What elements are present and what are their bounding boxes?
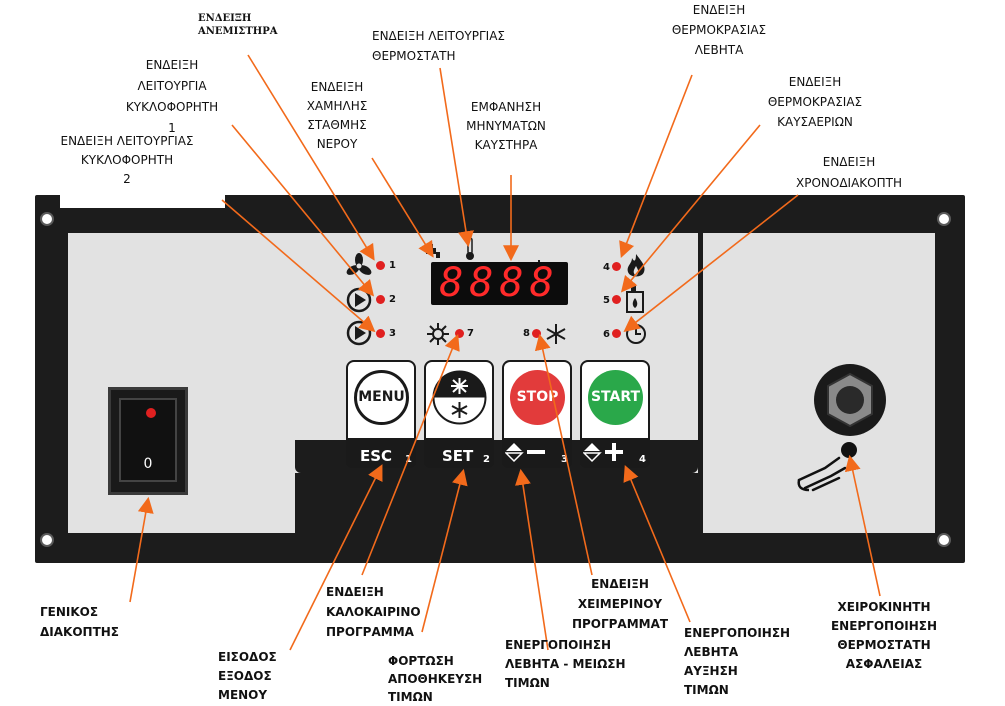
stop-button[interactable]: STOP 3 [502, 360, 572, 468]
display-digits: 8888 [439, 260, 560, 306]
arrow-main-switch [129, 496, 154, 603]
label-save: ΦΟΡΤΩΣΗ ΑΠΟΘΗΚΕΥΣΗ ΤΙΜΩΝ [388, 654, 483, 704]
label-pump1: ΕΝΔΕΙΞΗ ΛΕΙΤΟΥΡΓΙΑ ΚΥΚΛΟΦΟΡΗΤΗ 1 [125, 58, 219, 135]
led-7 [455, 329, 464, 338]
label-boiler-temp: ΕΝΔΕΙΞΗ ΘΕΡΜΟΚΡΑΣΙΑΣ ΛΕΒΗΤΑ [671, 3, 767, 57]
menu-label: MENU [354, 370, 409, 425]
press-finger-icon [797, 442, 857, 492]
esc-label: ESC [360, 447, 393, 465]
led-4 [612, 262, 621, 271]
indicator-number: 7 [467, 328, 474, 339]
indicator-number: 3 [389, 328, 396, 339]
button-number: 4 [639, 454, 646, 465]
sun-icon [427, 323, 449, 345]
arrow-timer [623, 194, 799, 332]
button-base: ESC 1 [346, 438, 416, 468]
arrow-decrease [515, 468, 549, 651]
stop-label: STOP [510, 370, 565, 425]
led-3 [376, 329, 385, 338]
arrow-summer [361, 334, 460, 576]
label-pump2: ΕΝΔΕΙΞΗ ΛΕΙΤΟΥΡΓΙΑΣ ΚΥΚΛΟΦΟΡΗΤΗ 2 [60, 134, 194, 186]
label-thermostat: ΕΝΔΕΙΞΗ ΛΕΙΤΟΥΡΓΙΑΣ ΘΕΡΜΟΣΤΑΤΗ [372, 29, 505, 63]
label-backdrop [60, 190, 225, 208]
screw-icon [40, 212, 54, 226]
start-label: START [588, 370, 643, 425]
led-8 [532, 329, 541, 338]
minus-icon [505, 443, 545, 463]
label-summer: ΕΝΔΕΙΞΗ ΚΑΛΟΚΑΙΡΙΝΟ ΠΡΟΓΡΑΜΜΑ [326, 585, 421, 639]
label-fan: ΕΝΔΕΙΞΗ ΑΝΕΜΙΣΤΗΡΑ [198, 13, 278, 37]
plus-icon [583, 443, 623, 463]
power-led [146, 408, 156, 418]
arrow-low-water [371, 157, 434, 258]
arrow-increase [623, 465, 691, 623]
button-base: 4 [580, 438, 650, 468]
screw-icon [40, 533, 54, 547]
arrow-pump1 [231, 124, 375, 297]
label-increase: ΕΝΕΡΓΟΠΟΙΗΣΗ ΛΕΒΗΤΑ ΑΥΞΗΣΗ ΤΙΜΩΝ [684, 626, 791, 697]
set-label: SET [442, 447, 474, 465]
button-base: 3 [502, 438, 572, 468]
menu-esc-button[interactable]: MENU ESC 1 [346, 360, 416, 468]
switch-label: 0 [143, 456, 153, 472]
button-number: 3 [561, 454, 568, 465]
indicator-number: 4 [603, 262, 610, 273]
summer-winter-icon [432, 370, 487, 425]
label-low-water: ΕΝΔΕΙΞΗ ΧΑΜΗΛΗΣ ΣΤΑΘΜΗΣ ΝΕΡΟΥ [306, 80, 368, 151]
screw-icon [937, 533, 951, 547]
label-winter: ΕΝΔΕΙΞΗ ΧΕΙΜΕΡΙΝΟΥ ΠΡΟΓΡΑΜΜΑΤ [571, 577, 669, 631]
label-menu-esc: ΕΙΣΟΔΟΣ ΕΞΟΔΟΣ ΜΕΝΟΥ [218, 650, 277, 702]
label-messages: ΕΜΦΑΝΗΣΗ ΜΗΝΥΜΑΤΩΝ ΚΑΥΣΤΗΡΑ [466, 100, 546, 152]
indicator-number: 8 [523, 328, 530, 339]
label-main-switch: ΓΕΝΙΚΟΣ ΔΙΑΚΟΠΤΗΣ [40, 605, 120, 639]
main-power-switch[interactable]: 0 [108, 387, 188, 495]
indicator-number: 5 [603, 295, 610, 306]
label-flue-temp: ΕΝΔΕΙΞΗ ΘΕΡΜΟΚΡΑΣΙΑΣ ΚΑΥΣΑΕΡΙΩΝ [767, 75, 863, 129]
led-2 [376, 295, 385, 304]
indicator-number: 6 [603, 329, 610, 340]
led-6 [612, 329, 621, 338]
indicator-number: 2 [389, 294, 396, 305]
arrow-esc [289, 464, 383, 651]
screw-icon [937, 212, 951, 226]
arrow-safety [844, 454, 881, 597]
switch-rocker[interactable]: 0 [119, 398, 177, 482]
set-button[interactable]: SET 2 [424, 360, 494, 468]
button-number: 2 [483, 454, 490, 465]
label-decrease: ΕΝΕΡΓΟΠΟΙΗΣΗ ΛΕΒΗΤΑ - ΜΕΙΩΣΗ ΤΙΜΩΝ [505, 638, 626, 690]
arrow-pump2 [221, 199, 376, 333]
button-base: SET 2 [424, 438, 494, 468]
arrow-boiler-temp [619, 74, 693, 258]
arrow-set [421, 468, 468, 633]
label-timer: ΕΝΔΕΙΞΗ ΧΡΟΝΟΔΙΑΚΟΠΤΗ [796, 155, 902, 190]
arrow-flue-temp [620, 124, 761, 293]
label-safety: ΧΕΙΡΟΚΙΝΗΤΗ ΕΝΕΡΓΟΠΟΙΗΣΗ ΘΕΡΜΟΣΤΑΤΗ ΑΣΦΑ… [830, 600, 938, 671]
seven-segment-display: 8888 [431, 262, 568, 305]
start-button[interactable]: START 4 [580, 360, 650, 468]
arrow-fan [247, 54, 375, 261]
safety-thermostat-knob[interactable] [810, 360, 890, 440]
arrow-winter [534, 333, 593, 576]
arrow-thermostat [439, 67, 474, 248]
indicator-number: 1 [389, 260, 396, 271]
led-1 [376, 261, 385, 270]
led-5 [612, 295, 621, 304]
